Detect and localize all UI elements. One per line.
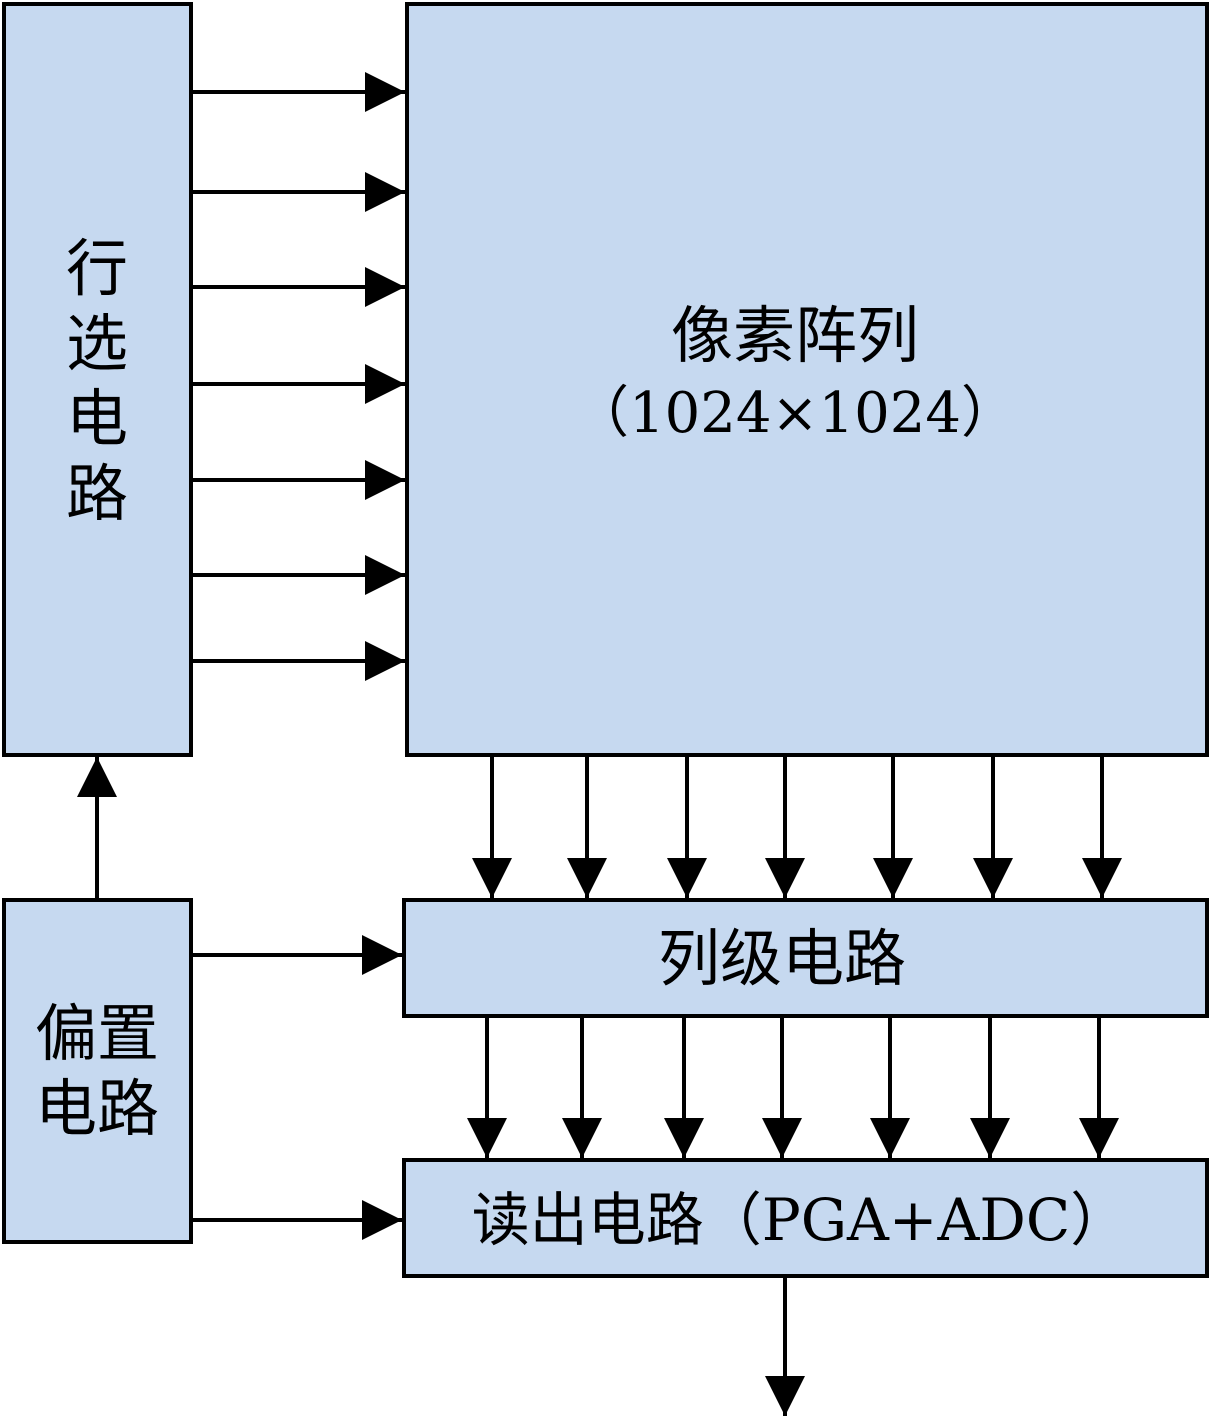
pixel-array-rect [405, 2, 1209, 757]
bias-circuit-block: 偏置 电路 [2, 898, 193, 1244]
readout-circuit-block: 读出电路（PGA+ADC） [402, 1158, 1209, 1278]
column-circuit-block: 列级电路 [402, 898, 1209, 1018]
row-select-char-3: 电 [66, 382, 128, 455]
pixel-array-block: 像素阵列 （1024×1024） [405, 2, 1209, 757]
bias-circuit-line-2: 电路 [35, 1072, 159, 1145]
row-select-to-pixel-array-arrows [193, 72, 405, 681]
column-circuit-label: 列级电路 [658, 922, 906, 995]
bias-circuit-line-1: 偏置 [35, 997, 159, 1070]
bias-circuit-rect [2, 898, 193, 1244]
column-circuit-rect [402, 898, 1209, 1018]
row-select-block: 行 选 电 路 [2, 2, 193, 757]
column-to-readout-arrows [467, 1018, 1119, 1158]
row-select-char-2: 选 [66, 307, 128, 380]
pixel-array-size: （1024×1024） [573, 381, 1017, 446]
row-select-char-4: 路 [66, 457, 128, 530]
readout-circuit-rect [402, 1158, 1209, 1278]
pixel-array-title: 像素阵列 [671, 299, 919, 372]
bias-connections [77, 757, 402, 1240]
row-select-rect [2, 2, 193, 757]
row-select-char-1: 行 [66, 232, 128, 305]
readout-circuit-label: 读出电路（PGA+ADC） [472, 1186, 1129, 1254]
pixel-array-to-column-arrows [472, 757, 1122, 898]
